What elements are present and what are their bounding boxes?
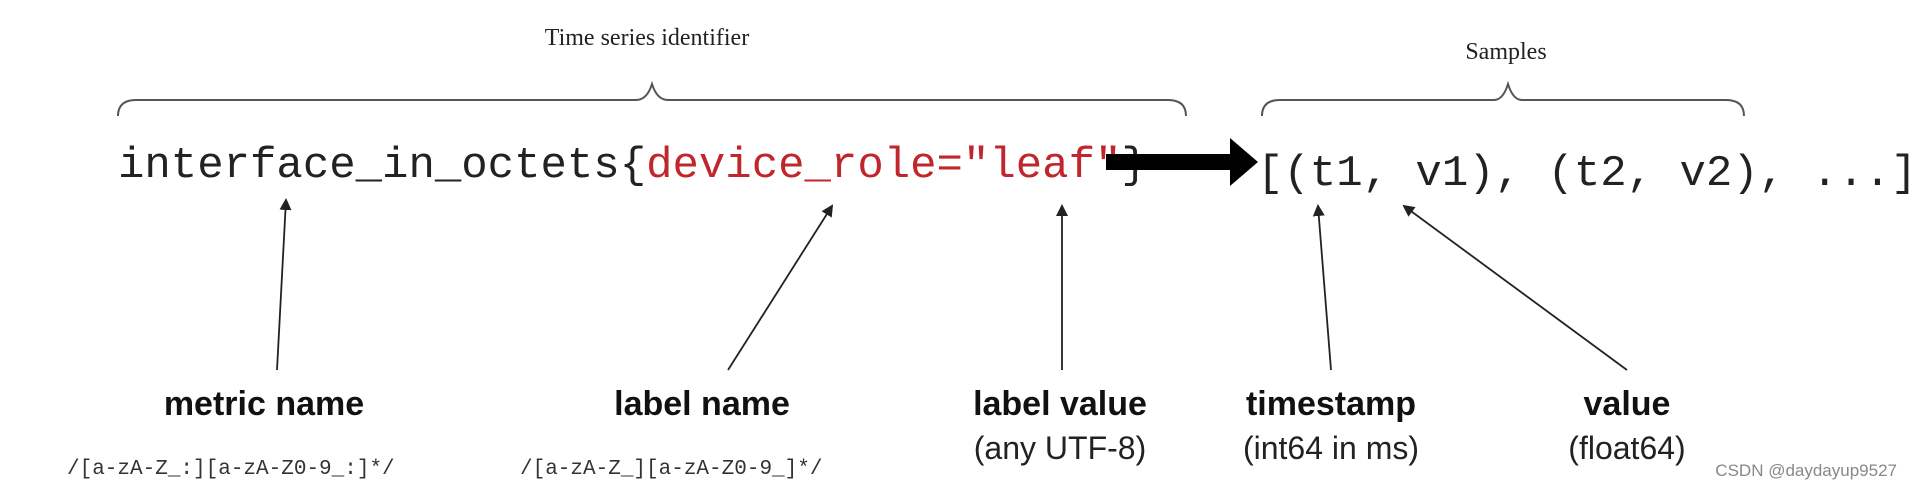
label-pair-code: device_role="leaf" [646, 141, 1121, 191]
metric-name-term: metric name [164, 385, 364, 423]
value-term: value [1584, 385, 1671, 423]
metric-name-code: interface_in_octets [118, 141, 620, 191]
identifier-to-samples-arrow [1106, 138, 1258, 186]
samples-code: [(t1, v1), (t2, v2), ...] [1257, 149, 1912, 199]
series-expression: interface_in_octets{device_role="leaf"} [118, 141, 1148, 191]
value-note: (float64) [1568, 430, 1685, 466]
timestamp-term: timestamp [1246, 385, 1416, 423]
timestamp-pointer-arrow [1312, 204, 1332, 371]
samples-group-label: Samples [1465, 39, 1546, 65]
label-name-regex: /[a-zA-Z_][a-zA-Z0-9_]*/ [520, 458, 822, 481]
open-brace-code: { [620, 141, 646, 191]
identifier-group-label: Time series identifier [545, 25, 749, 51]
metric-name-regex: /[a-zA-Z_:][a-zA-Z0-9_:]*/ [67, 458, 395, 481]
label-name-term: label name [614, 385, 790, 423]
samples-brace [1261, 80, 1745, 117]
identifier-brace [117, 80, 1187, 117]
timestamp-note: (int64 in ms) [1243, 430, 1419, 466]
metric-name-pointer-arrow [276, 198, 292, 371]
csdn-watermark: CSDN @daydayup9527 [1715, 461, 1897, 480]
label-name-pointer-arrow [727, 204, 834, 371]
value-pointer-arrow [1402, 204, 1628, 371]
label-value-term: label value [973, 385, 1147, 423]
label-value-note: (any UTF-8) [974, 430, 1146, 466]
